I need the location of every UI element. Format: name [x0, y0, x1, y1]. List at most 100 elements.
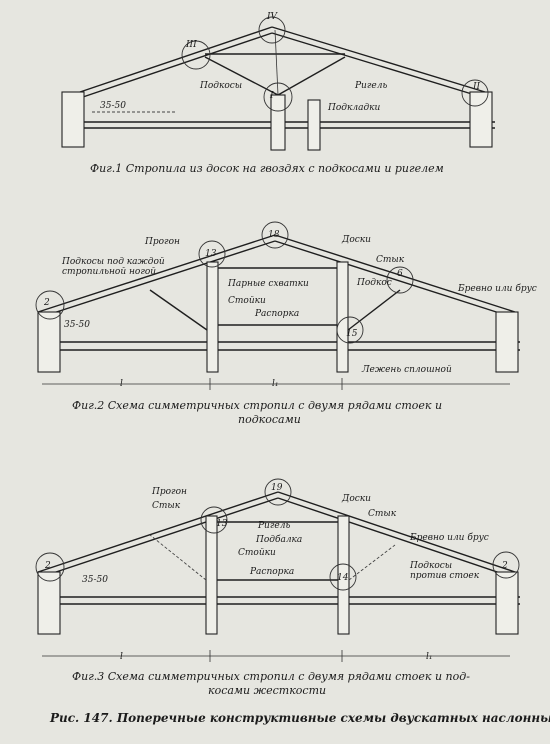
- fig2-right-wall: [495, 311, 519, 373]
- fig3-label-podkosy2: против стоек: [410, 571, 480, 581]
- fig1-label-dim: 35-50: [100, 101, 126, 111]
- fig2-label-doski: Доски: [341, 235, 371, 245]
- fig2-left-rafter: [37, 234, 276, 313]
- fig2-node-top-label: 18: [268, 230, 280, 240]
- figure-3: l l₁ 19 2 13 2 14 Прогон Стык Ригель Под…: [35, 478, 520, 697]
- fig3-label-brevno: Бревно или брус: [409, 532, 489, 543]
- fig3-right-wall: [495, 571, 519, 635]
- fig1-node-top-label: IV: [266, 12, 279, 22]
- fig3-label-styk: Стык: [368, 509, 397, 519]
- fig2-label-podkos-pod: Подкосы под каждой: [61, 257, 165, 267]
- fig2-right-brace: [347, 289, 401, 331]
- fig1-label-podkosy: Подкосы: [199, 81, 242, 91]
- fig3-label-rasporka: Распорка: [249, 567, 294, 577]
- fig2-label-rasporka: Распорка: [254, 309, 299, 319]
- fig3-left-rafter: [37, 491, 279, 573]
- fig2-span-l: l: [120, 379, 123, 389]
- fig3-left-post: [205, 515, 218, 635]
- fig2-label-podkos-pod2: стропильной ногой: [62, 267, 156, 277]
- fig3-caption-line2: косами жесткости: [208, 684, 326, 697]
- fig1-node-left: [181, 40, 211, 70]
- fig2-caption-line1: Фиг.2 Схема симметричных стропил с двумя…: [72, 399, 442, 412]
- fig3-node-left-label: 2: [44, 561, 51, 571]
- fig3-label-podkosy1: Подкосы: [409, 561, 452, 571]
- fig2-node-bottom: [336, 316, 364, 344]
- main-caption: Рис. 147. Поперечные конструктивные схем…: [49, 711, 550, 725]
- fig2-left-post: [206, 261, 219, 373]
- fig2-left-brace: [149, 289, 208, 331]
- fig3-label-dim: 35-50: [82, 575, 108, 585]
- fig3-span-l1: l₁: [426, 652, 433, 662]
- fig1-node-center-label: I: [269, 91, 274, 101]
- fig2-label-parnye: Парные схватки: [227, 279, 309, 289]
- fig1-right-rafter: [271, 26, 486, 93]
- fig2-left-wall: [37, 311, 61, 373]
- fig3-label-stoyki: Стойки: [238, 548, 276, 558]
- fig1-node-right: [461, 79, 489, 107]
- fig2-node-progon: [198, 240, 226, 268]
- fig3-caption-line1: Фиг.3 Схема симметричных стропил с двумя…: [72, 670, 470, 683]
- fig3-label-podbalka: Подбалка: [255, 534, 302, 545]
- fig1-node-right-label: II: [472, 82, 481, 92]
- fig1-left-wall: [61, 91, 85, 148]
- fig3-left-stiff-brace: [149, 534, 207, 581]
- fig2-node-top: [261, 221, 289, 249]
- fig2-node-left: [35, 290, 65, 320]
- fig2-label-podkos: Подкос: [356, 278, 392, 288]
- fig2-label-dim: 35-50: [64, 320, 90, 330]
- fig3-node-progon: [200, 506, 228, 534]
- fig3-node-bottom-label: 14: [337, 573, 349, 583]
- fig1-left-rafter: [79, 26, 273, 93]
- fig3-right-post: [337, 515, 350, 635]
- fig3-right-rafter: [277, 491, 516, 573]
- fig1-right-brace: [277, 56, 346, 96]
- fig2-caption-line2: подкосами: [238, 413, 301, 426]
- fig3-span-l: l: [120, 652, 123, 662]
- fig3-right-rafter-lower: [277, 497, 516, 579]
- fig1-node-center: [263, 82, 293, 112]
- fig1-node-left-label: III: [185, 40, 197, 50]
- fig1-caption: Фиг.1 Стропила из досок на гвоздях с под…: [90, 162, 444, 175]
- fig1-right-wall: [469, 91, 493, 148]
- fig3-node-left: [35, 552, 65, 582]
- fig3-label-rigel: Ригель: [257, 521, 290, 531]
- fig3-left-wall: [37, 571, 61, 635]
- fig2-node-right: [386, 266, 414, 294]
- fig3-left-rafter-lower: [37, 497, 279, 579]
- fig1-right-rafter-lower: [271, 32, 486, 99]
- fig1-right-post: [307, 99, 321, 151]
- figure-1: IV III I II Подкосы Ригель Подкладки 35-…: [61, 12, 495, 175]
- figure-2: l l₁ 18 2 13 6 15 Прогон Подкосы под каж…: [35, 221, 537, 426]
- fig2-node-right-label: 6: [397, 269, 403, 279]
- fig2-right-rafter: [274, 234, 516, 313]
- fig2-node-progon-label: 13: [205, 249, 217, 259]
- fig1-label-podkladki: Подкладки: [327, 103, 381, 113]
- fig1-center-post: [270, 94, 286, 151]
- fig3-node-bottom: [329, 563, 357, 591]
- fig3-label-doski: Доски: [341, 494, 371, 504]
- fig2-node-bottom-label: 15: [346, 329, 358, 339]
- fig1-king-post: [274, 29, 279, 96]
- fig2-label-progon: Прогон: [144, 237, 180, 247]
- fig2-label-stoyki: Стойки: [228, 296, 266, 306]
- fig2-right-post: [336, 261, 349, 373]
- fig2-label-lezhen: Лежень сплошной: [361, 365, 452, 375]
- fig3-node-right-label: 2: [501, 561, 508, 571]
- fig2-label-styk: Стык: [376, 255, 405, 265]
- fig1-label-rigel: Ригель: [354, 81, 387, 91]
- fig3-node-top: [264, 478, 292, 506]
- fig2-label-brevno: Бревно или брус: [457, 283, 537, 294]
- fig2-span-l1: l₁: [272, 379, 279, 389]
- fig3-node-progon-label: 13: [216, 519, 228, 529]
- fig1-node-top: [258, 16, 286, 44]
- fig3-node-right: [492, 551, 520, 579]
- fig2-left-rafter-lower: [37, 240, 276, 319]
- fig1-left-brace: [204, 56, 279, 96]
- fig3-node-top-label: 19: [271, 483, 283, 493]
- fig3-label-styk-left: Стык: [152, 501, 181, 511]
- fig2-right-rafter-lower: [274, 240, 516, 319]
- fig1-left-rafter-lower: [79, 32, 273, 99]
- fig2-node-left-label: 2: [43, 298, 50, 308]
